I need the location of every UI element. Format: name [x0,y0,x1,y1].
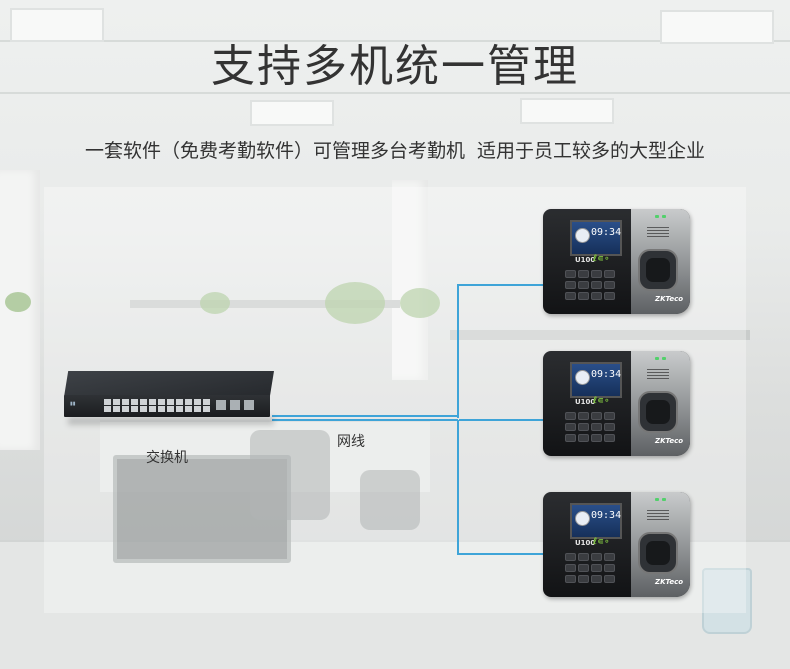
ceiling-light [10,8,104,42]
terminal-keypad [565,553,615,583]
terminal-logo-icon: ℓ∊∘ [593,537,610,547]
terminal-keypad [565,270,615,300]
page-subtitle: 一套软件（免费考勤软件）可管理多台考勤机 适用于员工较多的大型企业 [84,140,706,162]
switch-logo-icon: ▮▮ [70,401,76,407]
wire-to-device-2 [459,419,545,421]
switch-shadow [68,417,274,425]
switch-ports [104,399,210,412]
office-pillar [392,180,428,380]
cubicle-partition [450,330,750,340]
office-plant [5,292,31,312]
switch-uplink-port [216,400,226,410]
status-led-icon [655,357,659,360]
status-led-icon [662,498,666,501]
clock-icon [575,228,590,243]
terminal-model: U100 [575,539,596,547]
ceiling-line [0,40,790,42]
ceiling-light [520,98,614,124]
cubicle-partition [130,300,400,308]
office-plant [200,292,230,314]
card-reader-icon [647,227,669,239]
attendance-terminal-3: 09:34 U100 ℓ∊∘ ZKTeco [543,492,690,597]
attendance-terminal-1: 09:34 U100 ℓ∊∘ ZKTeco [543,209,690,314]
status-led-icon [655,215,659,218]
wire-to-hub-2 [272,419,458,421]
switch-label: 交换机 [146,450,188,466]
attendance-terminal-2: 09:34 U100 ℓ∊∘ ZKTeco [543,351,690,456]
page-title: 支持多机统一管理 [211,41,579,92]
wire-to-device-1 [457,284,545,286]
cable-label: 网线 [337,434,365,450]
terminal-screen: 09:34 [570,503,622,539]
terminal-screen: 09:34 [570,362,622,398]
clock-icon [575,511,590,526]
office-chair [360,470,420,530]
terminal-model: U100 [575,256,596,264]
network-switch: ▮▮ [64,371,274,429]
waste-bin [702,568,752,634]
switch-front-panel: ▮▮ [64,395,270,417]
office-plant [325,282,385,324]
terminal-maker: ZKTeco [655,437,684,445]
switch-uplink-port [244,400,254,410]
terminal-model: U100 [575,398,596,406]
terminal-logo-icon: ℓ∊∘ [593,254,610,264]
office-plant [400,288,440,318]
terminal-time: 09:34 [591,369,622,380]
fingerprint-sensor-icon [638,391,678,433]
clock-icon [575,370,590,385]
terminal-time: 09:34 [591,227,622,238]
wire-to-hub [272,415,458,417]
status-led-icon [662,215,666,218]
status-led-icon [655,498,659,501]
ceiling-light [660,10,774,44]
terminal-logo-icon: ℓ∊∘ [593,396,610,406]
ceiling-line [0,92,790,94]
terminal-keypad [565,412,615,442]
fingerprint-sensor-icon [638,532,678,574]
wire-vertical-lower [457,420,459,555]
switch-top [64,371,274,397]
terminal-screen: 09:34 [570,220,622,256]
switch-uplink-port [230,400,240,410]
terminal-time: 09:34 [591,510,622,521]
terminal-maker: ZKTeco [655,578,684,586]
card-reader-icon [647,369,669,381]
status-led-icon [662,357,666,360]
wire-to-device-3 [457,553,545,555]
card-reader-icon [647,510,669,522]
fingerprint-sensor-icon [638,249,678,291]
ceiling-light [250,100,334,126]
office-chair [250,430,330,520]
terminal-maker: ZKTeco [655,295,684,303]
wire-vertical-upper [457,284,459,418]
